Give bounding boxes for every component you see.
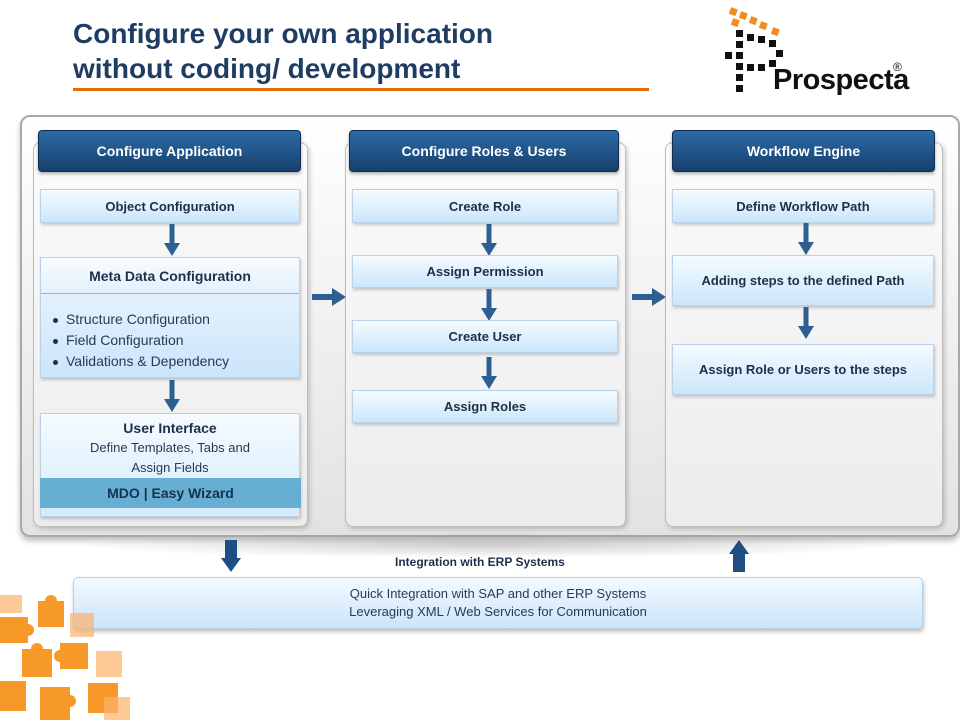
- meta-data-list: Structure Configuration Field Configurat…: [41, 294, 299, 372]
- header-configure-application: Configure Application: [38, 130, 301, 172]
- arrow-down-icon: [798, 223, 814, 255]
- integration-label: Integration with ERP Systems: [395, 555, 565, 569]
- user-interface-desc-1: Define Templates, Tabs and: [90, 440, 250, 455]
- bullet-icon: [53, 338, 58, 344]
- bullet-icon: [53, 317, 58, 323]
- user-interface-desc-2: Assign Fields: [131, 460, 209, 475]
- list-item: Structure Configuration: [53, 309, 299, 330]
- arrow-down-icon: [481, 289, 497, 321]
- panel-shadow: [70, 532, 910, 558]
- user-interface-title: User Interface: [123, 420, 217, 436]
- define-workflow-path-box: Define Workflow Path: [672, 189, 934, 223]
- arrow-down-icon: [164, 380, 180, 412]
- list-item-label: Validations & Dependency: [66, 353, 230, 369]
- meta-data-configuration-box: Meta Data Configuration Structure Config…: [40, 257, 300, 378]
- list-item-label: Field Configuration: [66, 332, 184, 348]
- integration-line-1: Quick Integration with SAP and other ERP…: [349, 586, 647, 601]
- arrow-right-icon: [632, 288, 666, 306]
- list-item: Validations & Dependency: [53, 351, 299, 372]
- arrow-down-icon: [481, 357, 497, 389]
- header-configure-roles-users: Configure Roles & Users: [349, 130, 619, 172]
- mdo-easy-wizard-band: MDO | Easy Wizard: [40, 478, 301, 508]
- integration-line-2: Leveraging XML / Web Services for Commun…: [349, 604, 647, 619]
- puzzle-pieces-icon: [0, 595, 130, 720]
- create-role-box: Create Role: [352, 189, 618, 223]
- arrow-right-icon: [312, 288, 346, 306]
- list-item-label: Structure Configuration: [66, 311, 210, 327]
- registered-mark: ®: [893, 60, 902, 74]
- integration-box: Quick Integration with SAP and other ERP…: [73, 577, 923, 629]
- assign-role-users-steps-box: Assign Role or Users to the steps: [672, 344, 934, 395]
- page-title: Configure your own application without c…: [73, 16, 493, 86]
- arrow-down-icon: [221, 540, 241, 572]
- title-underline: [73, 88, 649, 91]
- list-item: Field Configuration: [53, 330, 299, 351]
- arrow-up-icon: [729, 540, 749, 572]
- arrow-down-icon: [798, 307, 814, 339]
- create-user-box: Create User: [352, 320, 618, 353]
- title-line-1: Configure your own application: [73, 18, 493, 49]
- arrow-down-icon: [164, 224, 180, 256]
- user-interface-box: User Interface Define Templates, Tabs an…: [40, 413, 301, 517]
- bullet-icon: [53, 359, 58, 365]
- logo-wordmark: Prospecta: [773, 64, 909, 96]
- title-line-2: without coding/ development: [73, 53, 461, 84]
- header-workflow-engine: Workflow Engine: [672, 130, 935, 172]
- adding-steps-box: Adding steps to the defined Path: [672, 255, 934, 306]
- assign-roles-box: Assign Roles: [352, 390, 618, 423]
- meta-data-configuration-title: Meta Data Configuration: [41, 258, 299, 294]
- object-configuration-box: Object Configuration: [40, 189, 300, 223]
- assign-permission-box: Assign Permission: [352, 255, 618, 288]
- arrow-down-icon: [481, 224, 497, 256]
- prospecta-logo-icon: [725, 7, 783, 92]
